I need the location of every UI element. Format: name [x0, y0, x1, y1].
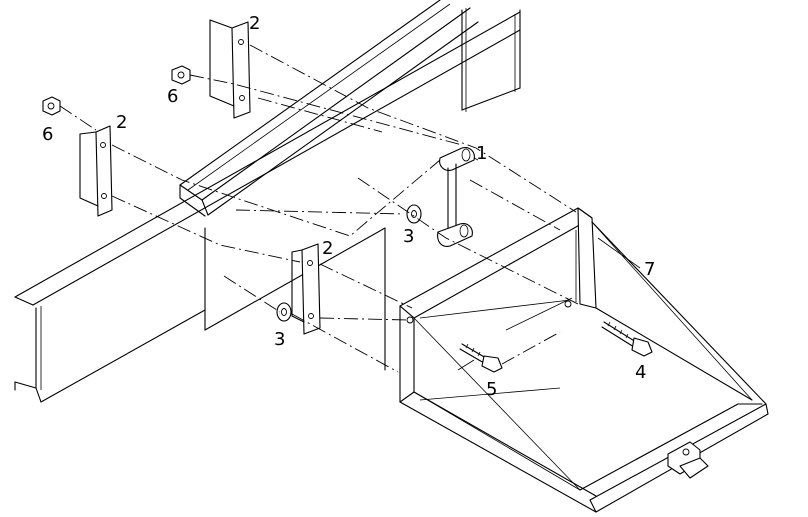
bracket-left	[79, 125, 113, 217]
callout-2-top: 2	[249, 13, 261, 34]
leader-lines	[473, 157, 641, 269]
main-frame-rail	[14, 8, 521, 403]
callout-7: 7	[644, 259, 656, 280]
nut-upper	[171, 65, 191, 85]
callout-6-left: 6	[42, 124, 54, 145]
link-rod	[437, 147, 475, 247]
bolt-4	[601, 321, 653, 357]
nut-left	[42, 96, 61, 116]
callout-6-upper: 6	[167, 86, 179, 107]
bracket-center	[291, 243, 321, 335]
callout-2-center: 2	[322, 238, 334, 259]
callout-3-left: 3	[274, 329, 286, 350]
upper-cross-member	[179, 0, 479, 217]
washer-left	[276, 302, 292, 322]
bracket-top	[209, 19, 251, 119]
washer-right	[406, 204, 422, 224]
callout-5: 5	[486, 379, 498, 400]
callout-2-left: 2	[116, 112, 128, 133]
alignment-lines	[59, 44, 579, 373]
bolt-5	[459, 343, 503, 373]
callout-4: 4	[635, 362, 647, 383]
battery-tray	[399, 207, 769, 513]
callout-3-right: 3	[403, 226, 415, 247]
callout-1: 1	[476, 143, 488, 164]
